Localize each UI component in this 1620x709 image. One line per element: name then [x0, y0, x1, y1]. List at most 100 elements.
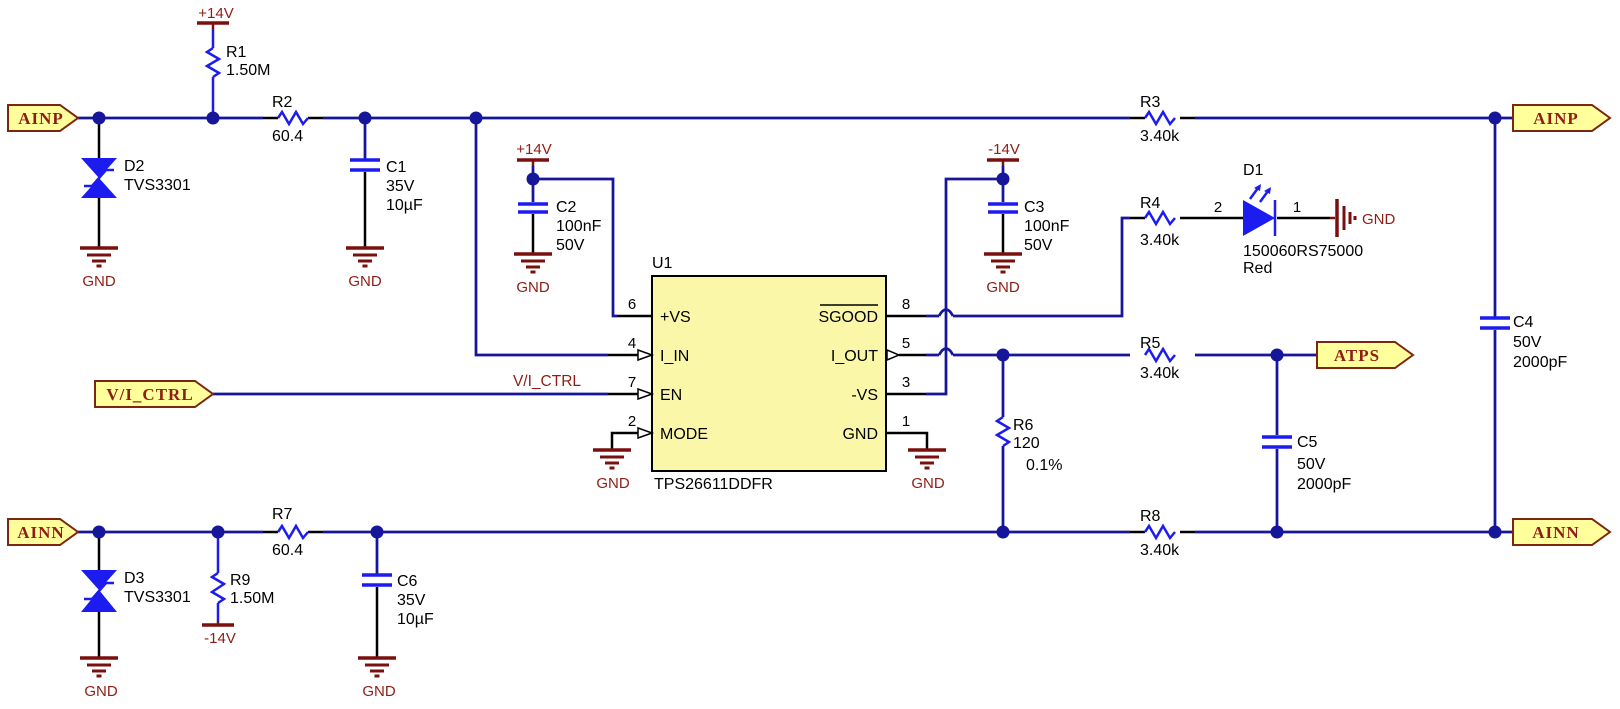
gnd-symbol-mode: GND [593, 448, 631, 492]
port-ainp-right[interactable]: AINP [1512, 104, 1612, 132]
junction-dot [1488, 525, 1502, 539]
r6-ref-label: R6 [1013, 417, 1034, 434]
resistor-R8[interactable]: R8 3.40k [1140, 508, 1180, 559]
port-label: V/I_CTRL [106, 385, 193, 404]
pin-number: 1 [902, 413, 910, 430]
resistor-R1[interactable]: R1 1.50M [204, 44, 270, 79]
port-shape [1512, 104, 1612, 132]
c2-ref-label: C2 [556, 199, 577, 216]
ic-pin-stubs [608, 314, 929, 450]
resistor-R9[interactable]: R9 1.50M [209, 571, 274, 607]
port-ainn-right[interactable]: AINN [1512, 518, 1612, 546]
gnd-label: GND [82, 273, 116, 290]
resistor-R2[interactable]: R2 60.4 [272, 94, 309, 145]
capacitor-plates [518, 202, 548, 214]
c3-value-label: 100nF [1024, 218, 1070, 235]
r4-ref-label: R4 [1140, 195, 1161, 212]
capacitor-plates [988, 202, 1018, 214]
r2-ref-label: R2 [272, 94, 293, 111]
port-vi-ctrl[interactable]: V/I_CTRL [94, 380, 215, 408]
resistor-R6[interactable]: R6 120 0.1% [994, 415, 1062, 474]
c1-voltage-label: 35V [386, 178, 415, 195]
c5-value-label: 2000pF [1297, 476, 1351, 493]
capacitor-C1[interactable]: C1 35V 10µF [350, 158, 423, 214]
c5-ref-label: C5 [1297, 434, 1318, 451]
junction-dot [996, 525, 1010, 539]
port-ainn-left[interactable]: AINN [7, 518, 80, 546]
component-leads [97, 116, 1330, 658]
resistor-R3[interactable]: R3 3.40k [1140, 94, 1180, 145]
junction-dot [358, 111, 372, 125]
junction-dot [370, 525, 384, 539]
r7-ref-label: R7 [272, 506, 293, 523]
pin-number: 4 [628, 335, 636, 352]
port-label: ATPS [1334, 346, 1380, 365]
net-label-vi-ctrl[interactable]: V/I_CTRL [513, 373, 581, 390]
gnd-symbol-d2: GND [80, 246, 118, 290]
led-triangle [1243, 200, 1275, 236]
r4-value-label: 3.40k [1140, 232, 1180, 249]
ic-ref-label: U1 [652, 255, 673, 272]
r9-ref-label: R9 [230, 572, 251, 589]
gnd-label: GND [911, 475, 945, 492]
junction-dot [1270, 525, 1284, 539]
capacitor-C6[interactable]: C6 35V 10µF [362, 573, 434, 628]
port-shape [94, 380, 215, 408]
resistor-R5[interactable]: R5 3.40k [1140, 335, 1180, 382]
power-flag-pos14-r1[interactable]: +14V [197, 5, 234, 30]
resistor-R7[interactable]: R7 60.4 [272, 506, 309, 559]
led-arrowhead [1254, 184, 1261, 191]
pin-name: GND [842, 426, 878, 443]
capacitor-C5[interactable]: C5 50V 2000pF [1262, 434, 1351, 493]
pin-name: I_OUT [831, 348, 878, 365]
c1-value-label: 10µF [386, 197, 423, 214]
ic-part-label: TPS26611DDFR [654, 476, 773, 493]
gnd-symbol-c2: GND [514, 252, 552, 296]
port-label: AINP [1533, 109, 1579, 128]
pin-name: +VS [660, 309, 691, 326]
d1-pin2-label: 2 [1214, 199, 1222, 216]
resistor-zigzag [209, 571, 227, 605]
port-label: AINN [1532, 523, 1579, 542]
power-flag-neg14-r9[interactable]: -14V [202, 622, 236, 647]
resistor-zigzag [276, 523, 309, 541]
c3-ref-label: C3 [1024, 199, 1045, 216]
capacitor-C3[interactable]: C3 100nF 50V [988, 199, 1070, 254]
d3-ref-label: D3 [124, 570, 145, 587]
tvs-diode-D2[interactable]: D2 TVS3301 [81, 158, 191, 198]
pin-name: I_IN [660, 348, 689, 365]
wire-net [78, 116, 1513, 575]
gnd-label: GND [516, 279, 550, 296]
junction-dot [211, 525, 225, 539]
resistor-R4[interactable]: R4 3.40k [1140, 195, 1180, 249]
port-atps[interactable]: ATPS [1316, 341, 1415, 369]
d1-part-label: 150060RS75000 [1243, 243, 1363, 260]
port-shape [1316, 341, 1415, 369]
r7-value-label: 60.4 [272, 542, 303, 559]
tvs-diode-D3[interactable]: D3 TVS3301 [81, 570, 191, 612]
tvs-triangle-top [81, 570, 117, 590]
junction-dot [526, 172, 540, 186]
ic-U1[interactable]: U1 TPS26611DDFR 6 4 7 2 8 5 3 1 +VS I_IN… [628, 255, 910, 493]
c4-voltage-label: 50V [1513, 334, 1542, 351]
r3-ref-label: R3 [1140, 94, 1161, 111]
pin-number: 5 [902, 335, 910, 352]
capacitor-plates [1262, 435, 1292, 449]
resistor-zigzag [276, 109, 309, 127]
gnd-label: GND [84, 683, 118, 700]
capacitor-C2[interactable]: C2 100nF 50V [518, 199, 602, 254]
led-D1[interactable]: D1 2 1 150060RS75000 Red [1214, 162, 1363, 277]
capacitor-C4[interactable]: C4 50V 2000pF [1480, 314, 1567, 371]
d1-color-label: Red [1243, 260, 1272, 277]
ic-body [651, 275, 887, 472]
junction-dot [1488, 111, 1502, 125]
power-label: +14V [516, 141, 551, 158]
power-flag-neg14-c3[interactable]: -14V [987, 141, 1020, 166]
d3-part-label: TVS3301 [124, 589, 191, 606]
wire-hop [937, 308, 955, 356]
c1-ref-label: C1 [386, 159, 407, 176]
power-flag-pos14-c2[interactable]: +14V [516, 141, 552, 166]
pin-output-arrow [886, 348, 901, 362]
port-ainp-left[interactable]: AINP [7, 104, 80, 132]
pin-name: EN [660, 387, 682, 404]
